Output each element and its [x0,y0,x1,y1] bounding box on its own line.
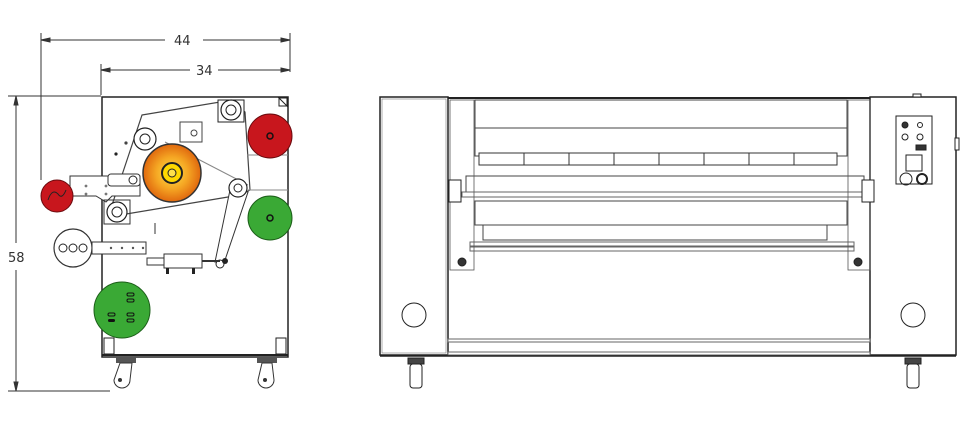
idler-arm-icon [214,178,249,269]
pneumatic-cylinder-icon [146,253,228,274]
pulley-top-right-icon [217,99,245,123]
left-bracket [69,173,141,203]
caster-wheel-icon [257,357,277,389]
dimension-height: 58 [8,251,25,266]
pulley-lower-left-icon [103,199,131,225]
unwind-shaft-icon [53,228,147,268]
caster-wheel-icon [407,357,425,389]
green-roll-bottom-icon [93,281,151,339]
caster-wheel-icon [904,357,922,389]
dimension-body-width: 34 [196,64,213,79]
orange-heated-roll-icon [142,143,202,203]
control-panel [895,115,933,186]
dimension-lines [8,33,291,392]
front-view [379,93,960,389]
caster-wheel-icon [113,357,136,389]
red-roll-right-icon [247,113,293,159]
red-roll-left-icon [40,179,74,213]
pulley-upper-left-icon [133,121,203,151]
side-view [40,96,293,389]
dimension-overall-width: 44 [174,34,191,49]
green-roll-right-icon [247,195,293,241]
